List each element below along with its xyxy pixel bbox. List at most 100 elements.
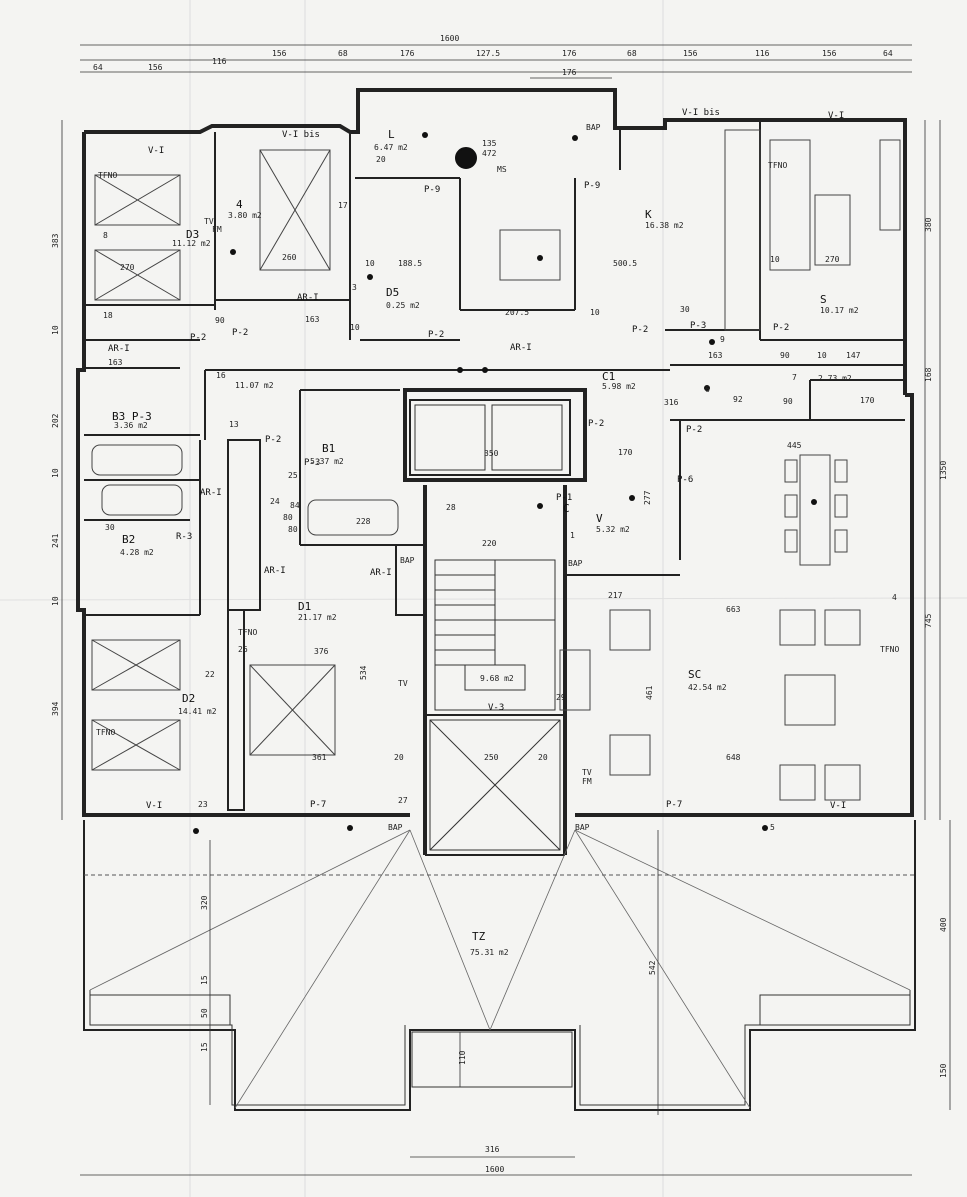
dim-156a: 156 — [272, 49, 287, 58]
dim-20a: 20 — [376, 155, 386, 164]
dim-500: 500.5 — [613, 259, 637, 268]
dim-163c: 163 — [305, 315, 320, 324]
reference-numbers: 8 18 17 3 10 16 13 24 25 26 27 28 29 22 … — [103, 201, 897, 832]
dim-10d: 10 — [817, 351, 827, 360]
dim-left-202: 202 — [51, 413, 60, 428]
room-b3-label: B3 P-3 — [112, 410, 152, 423]
dim-15a: 15 — [200, 975, 209, 985]
ref-5: 5 — [770, 823, 775, 832]
dim-376: 376 — [314, 647, 329, 656]
dim-163a: 163 — [708, 351, 723, 360]
door-p2-e: P-2 — [773, 323, 789, 333]
dim-left-10c: 10 — [51, 596, 60, 606]
bathtub-b1 — [307, 499, 399, 536]
room-l-area: 6.47 m2 — [374, 143, 408, 152]
dim-176b: 176 — [562, 49, 577, 58]
wardrobe-2: AR-I — [108, 344, 130, 354]
window-v1bis-a: V-I bis — [282, 130, 320, 140]
bed-d3a — [94, 174, 181, 226]
dim-170b: 170 — [618, 448, 633, 457]
dim-20c: 20 — [538, 753, 548, 762]
door-p2-b: P-2 — [232, 328, 248, 338]
dim-116b: 116 — [212, 57, 227, 66]
staircase — [429, 559, 561, 851]
ref-1: 1 — [570, 531, 575, 540]
dim-84: 84 — [290, 501, 300, 510]
room-d1-label: D1 — [298, 600, 311, 613]
ref-25: 25 — [288, 471, 298, 480]
tfno-label-d: TFNO — [96, 728, 115, 737]
room-d1-area: 21.17 m2 — [298, 613, 337, 622]
dim-90b: 90 — [780, 351, 790, 360]
terrace-tz — [83, 820, 916, 1115]
dim-1600-bottom: 1600 — [485, 1165, 504, 1174]
dim-20b: 20 — [394, 753, 404, 762]
door-r3: R-3 — [176, 532, 192, 542]
door-p2-h: P-2 — [686, 425, 702, 435]
ref-6: 6 — [705, 385, 710, 394]
dim-left-241: 241 — [51, 533, 60, 548]
dim-663: 663 — [726, 605, 741, 614]
dim-461: 461 — [645, 685, 654, 700]
kitchen-table — [499, 229, 561, 281]
room-tz-area: 75.31 m2 — [470, 948, 509, 957]
fm-label-a: FM — [212, 225, 222, 234]
room-s-label: S — [820, 293, 827, 306]
dim-163b: 163 — [108, 358, 123, 367]
tv-label-c: TV — [582, 768, 592, 777]
room-d2-label: D2 — [182, 692, 195, 705]
dim-170a: 170 — [860, 396, 875, 405]
dim-10b: 10 — [590, 308, 600, 317]
dim-648: 648 — [726, 753, 741, 762]
bap-label-d: BAP — [568, 559, 583, 568]
dim-left-383: 383 — [51, 233, 60, 248]
dim-445: 445 — [787, 441, 802, 450]
ref-28: 28 — [446, 503, 456, 512]
bed-d2a — [91, 639, 181, 691]
dim-156c: 156 — [822, 49, 837, 58]
dim-total-top: 1600 — [440, 34, 459, 43]
ref-3: 3 — [352, 283, 357, 292]
dim-left-10a: 10 — [51, 325, 60, 335]
room-d5-label: D5 — [386, 286, 399, 299]
room-c1-area: 5.98 m2 — [602, 382, 636, 391]
bed-d1 — [249, 664, 336, 756]
door-p9-b: P-9 — [584, 181, 600, 191]
dim-542: 542 — [648, 960, 657, 975]
door-p2-a: P-2 — [190, 333, 206, 343]
dim-64b: 64 — [93, 63, 103, 72]
dim-50: 50 — [200, 1008, 209, 1018]
outer-walls — [76, 88, 914, 817]
door-p2-f: P-2 — [265, 435, 281, 445]
dim-68b: 68 — [627, 49, 637, 58]
dim-270a: 270 — [120, 263, 135, 272]
dim-176c: 176 — [562, 68, 577, 77]
dim-30b: 30 — [105, 523, 115, 532]
ref-4: 4 — [892, 593, 897, 602]
ref-29: 29 — [556, 693, 566, 702]
room-b2-area: 4.28 m2 — [120, 548, 154, 557]
dim-right-400: 400 — [939, 917, 948, 932]
dim-10a: 10 — [365, 259, 375, 268]
dim-right-168: 168 — [924, 367, 933, 382]
wardrobe-3: AR-I — [510, 343, 532, 353]
room-k-label: K — [645, 208, 652, 221]
right-dimensions: 1350 380 168 745 400 150 — [924, 120, 951, 1110]
interior-dimensions: 135 472 20 188.5 10 90 500.5 207.5 10 30… — [105, 139, 875, 762]
coffee-table — [784, 674, 836, 726]
dim-15b: 15 — [200, 1042, 209, 1052]
dim-188: 188.5 — [398, 259, 422, 268]
counter-s — [769, 139, 811, 271]
dim-116: 116 — [755, 49, 770, 58]
dim-207: 207.5 — [505, 308, 529, 317]
dim-80b: 80 — [288, 525, 298, 534]
room-hall-area: 11.07 m2 — [235, 381, 274, 390]
bed-d4 — [259, 149, 331, 271]
room-d2-area: 14.41 m2 — [178, 707, 217, 716]
ref-13: 13 — [229, 420, 239, 429]
tfno-label-b: TFNO — [768, 161, 787, 170]
terrace-dimensions: 320 15 50 15 110 542 — [200, 895, 657, 1065]
bap-label-a: BAP — [586, 123, 601, 132]
